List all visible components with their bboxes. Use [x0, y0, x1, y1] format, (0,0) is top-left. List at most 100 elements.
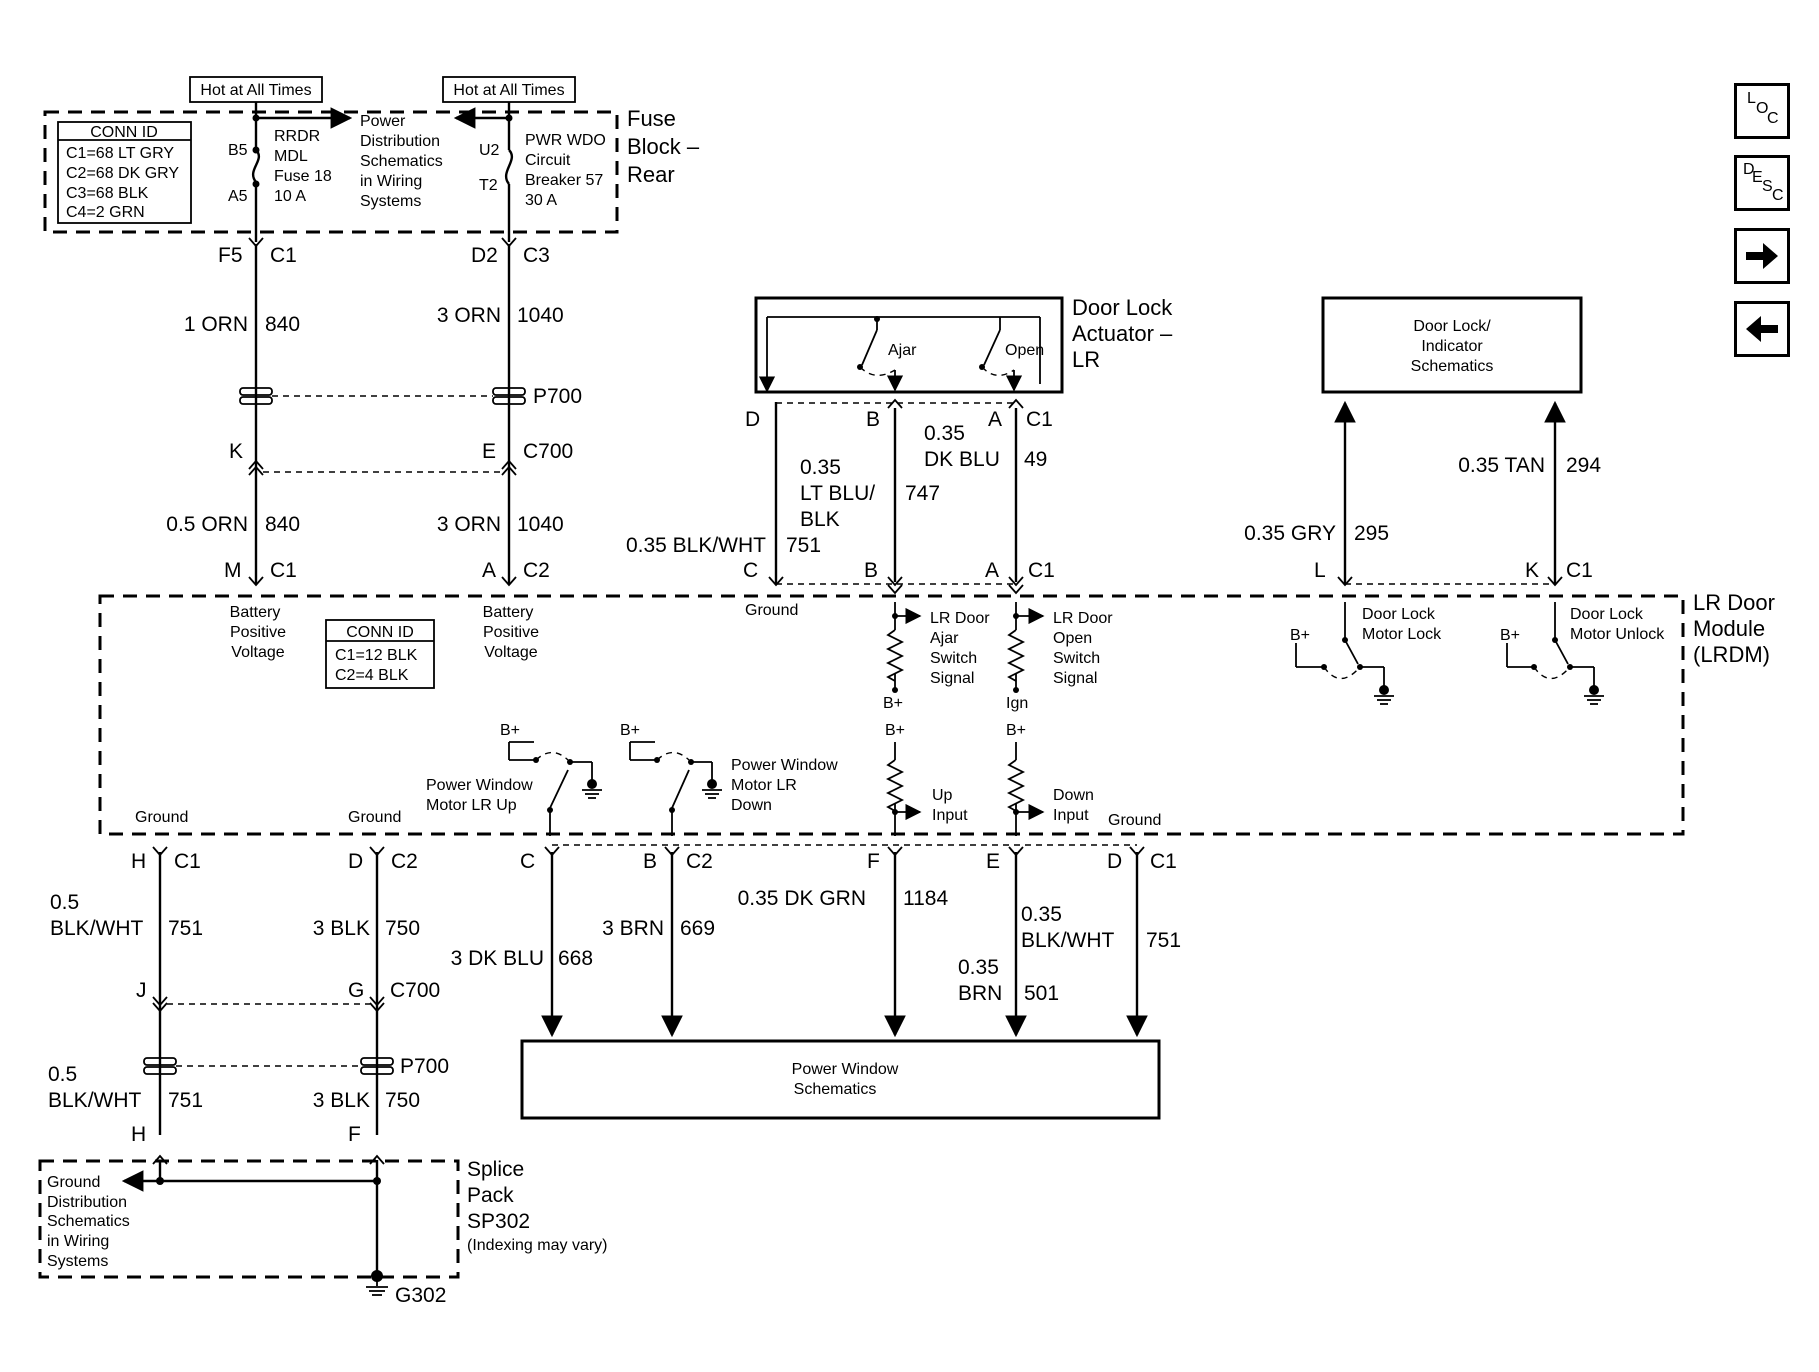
pin-label: G: [348, 979, 364, 1002]
open-signal-label: Switch: [1053, 650, 1100, 667]
lock-label: Motor Lock: [1362, 626, 1442, 643]
connector-label: C1: [1026, 408, 1053, 431]
bottom-harness: H C1 D C2 C B C2 F E D C1 0.5 BLK/WHT 75…: [38, 844, 1181, 1307]
indicator-title: Schematics: [1411, 358, 1494, 375]
ajar-signal-label: Ajar: [930, 630, 959, 647]
prev-arrow-button[interactable]: [1734, 301, 1790, 357]
lock-label: Door Lock: [1362, 606, 1436, 623]
wire-gauge-label: 0.35: [924, 422, 965, 445]
pw-down-label: Motor LR: [731, 777, 797, 794]
pin-label: C: [520, 850, 535, 873]
splice-pack-title: Splice: [467, 1158, 524, 1181]
pin-label: D: [745, 408, 760, 431]
indicator-title: Door Lock/: [1413, 318, 1491, 335]
circuit-number: 840: [265, 313, 300, 336]
module-outline: [98, 594, 1685, 836]
fuse-label: MDL: [274, 148, 308, 165]
pin-label: B: [643, 850, 657, 873]
module-title: (LRDM): [1693, 642, 1770, 667]
circuit-number: 750: [385, 1089, 420, 1112]
pin-label: E: [986, 850, 1000, 873]
circuit-number: 840: [265, 513, 300, 536]
splice-pack-outline: [38, 1159, 460, 1279]
top-left-harness: F5 C1 D2 C3 1 ORN 840 3 ORN 1040 P700 K …: [166, 237, 582, 584]
actuator-title: Actuator –: [1072, 321, 1173, 346]
ground-dist-label: Ground: [47, 1174, 100, 1191]
pin-label: D2: [471, 244, 498, 267]
pw-down-label: Power Window: [731, 757, 838, 774]
pw-down-label: Down: [731, 797, 772, 814]
hot-label-left: Hot at All Times: [200, 82, 311, 99]
conn-id-row: C4=2 GRN: [66, 204, 145, 221]
fuse-label: RRDR: [274, 128, 320, 145]
breaker-pin-u2: U2: [479, 142, 500, 159]
ground-dist-label: in Wiring: [47, 1233, 109, 1250]
power-dist-label: Systems: [360, 193, 421, 210]
pin-label: D: [1107, 850, 1122, 873]
down-input-label: Input: [1053, 807, 1089, 824]
loc-button[interactable]: L O C: [1734, 83, 1790, 139]
conn-id-table-top: [57, 121, 192, 224]
bplus-label: B+: [500, 722, 520, 739]
wire-gauge-label: LT BLU/: [800, 482, 875, 505]
power-window-schematics-box: [520, 1039, 1161, 1120]
pin-label: D: [348, 850, 363, 873]
wire-gauge-label: 3 BLK: [313, 1089, 370, 1112]
loc-letter: C: [1767, 110, 1779, 127]
indicator-title: Indicator: [1421, 338, 1483, 355]
ajar-signal-label: Signal: [930, 670, 974, 687]
bplus-label: B+: [620, 722, 640, 739]
connector-label: C2: [523, 559, 550, 582]
up-input-label: Input: [932, 807, 968, 824]
c700-label: C700: [390, 979, 440, 1002]
wire-gauge-label: 3 DK BLU: [451, 947, 544, 970]
breaker-label: Circuit: [525, 152, 571, 169]
ajar-switch-label: Ajar: [888, 342, 917, 359]
pin-label: K: [1525, 559, 1539, 582]
wire-gauge-label: 1 ORN: [184, 313, 248, 336]
wire-gauge-label: 0.35: [958, 956, 999, 979]
pin-label: H: [131, 850, 146, 873]
wire-gauge-label: BLK/WHT: [1021, 929, 1115, 952]
open-signal-label: Open: [1053, 630, 1092, 647]
lr-door-module: LR Door Module (LRDM) M C1 A C2 C B A C1…: [98, 559, 1775, 836]
p700-label: P700: [533, 385, 582, 408]
ground-label: Ground: [1108, 812, 1161, 829]
splice-pack-title: SP302: [467, 1210, 530, 1233]
pin-label: H: [131, 1123, 146, 1146]
ajar-signal-label: Switch: [930, 650, 977, 667]
door-lock-actuator: Ajar Open Door Lock Actuator – LR D B A …: [626, 295, 1173, 595]
circuit-number: 294: [1566, 454, 1601, 477]
bpv-label: Voltage: [484, 644, 537, 661]
arrow-right-icon: [1746, 243, 1778, 269]
connector-label: C1: [1566, 559, 1593, 582]
bplus-label: B+: [883, 695, 903, 712]
open-signal-label: Signal: [1053, 670, 1097, 687]
breaker-pin-t2: T2: [479, 177, 498, 194]
bpv-label: Positive: [230, 624, 286, 641]
circuit-number: 751: [1146, 929, 1181, 952]
actuator-title: Door Lock: [1072, 295, 1173, 320]
pin-label: F5: [218, 244, 243, 267]
wire-gauge-label: 3 BLK: [313, 917, 370, 940]
conn-id-row: C1=12 BLK: [335, 647, 418, 664]
conn-id-table-module: [325, 619, 435, 689]
open-signal-label: LR Door: [1053, 610, 1113, 627]
bplus-label: B+: [885, 722, 905, 739]
ground-label: Ground: [745, 602, 798, 619]
desc-letter: D: [1743, 161, 1755, 178]
pin-label: B: [864, 559, 878, 582]
module-title: Module: [1693, 616, 1765, 641]
next-arrow-button[interactable]: [1734, 228, 1790, 284]
up-input-label: Up: [932, 787, 953, 804]
pw-up-label: Power Window: [426, 777, 533, 794]
wire-gauge-label: 0.35: [800, 456, 841, 479]
circuit-number: 295: [1354, 522, 1389, 545]
wire-gauge-label: 0.5: [50, 891, 79, 914]
desc-button[interactable]: D E S C: [1734, 155, 1790, 211]
indicator-schematics: Door Lock/ Indicator Schematics 0.35 GRY…: [1244, 296, 1601, 587]
circuit-number: 751: [168, 917, 203, 940]
c700-label: C700: [523, 440, 573, 463]
unlock-label: Door Lock: [1570, 606, 1644, 623]
